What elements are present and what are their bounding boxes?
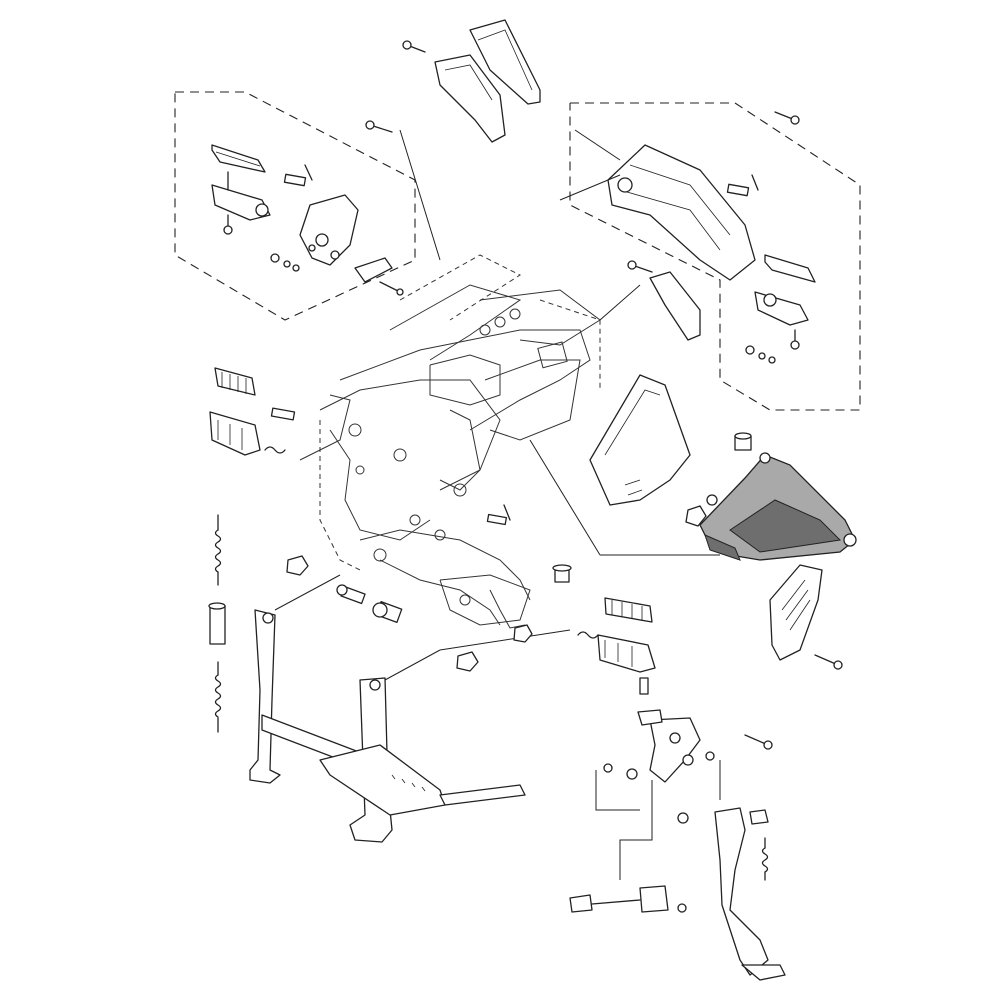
frame-nut-center [456,651,479,672]
main-frame [299,254,601,629]
bolt-top-left [402,40,426,53]
heel-plate [769,564,823,661]
centerstand-spring-upper [214,514,222,586]
right-rider-pin [639,677,649,695]
left-footpeg-bolt [223,214,233,235]
left-rider-footpeg-bottom [209,411,261,456]
left-footpeg [211,171,271,221]
right-footpeg-rubber [764,254,816,283]
frame-nut-left [286,555,309,576]
right-rider-footpeg-top [604,597,653,623]
upper-heat-shield [469,19,541,105]
left-footrest-bracket [299,194,359,266]
left-spring-detent [270,253,300,272]
right-footrest-bolt-top [774,111,800,125]
sidestand-washers [603,751,715,780]
left-footrest-pin [283,164,313,187]
right-bolt-mid [627,260,653,273]
frame-cover-plate [589,374,691,506]
sidestand [714,807,786,981]
left-footrest-group-outline [174,91,416,321]
right-footrest-group-outline [569,102,861,411]
small-pin-center [486,504,511,526]
pivot-bolt [336,584,366,605]
cover-bolt-upper [734,432,752,451]
centerstand [249,609,526,843]
cap-screw [552,564,572,583]
heel-plate-bolt [814,654,843,670]
right-rider-spring [577,631,599,639]
sidestand-small-bracket [637,709,663,726]
right-rider-footpeg-bottom [597,634,656,673]
left-small-plate [354,257,404,296]
left-rider-pin [270,407,296,421]
sidestand-bolt [744,734,773,750]
right-footrest-bracket [607,144,756,281]
centerstand-spring-lower [214,661,222,733]
left-rider-footpeg-top [214,367,256,396]
right-heel-guard [649,271,701,341]
left-footpeg-rubber [211,144,266,173]
left-bracket-bolt-top [365,120,393,133]
cover-bolt-lower [685,505,707,527]
sidestand-bracket [649,717,701,783]
right-footpeg [754,291,809,326]
pivot-bushing [372,601,403,623]
centerstand-collar [208,602,226,645]
lower-right-frame-cover [699,452,857,561]
frame-nut-right [513,624,533,643]
sidestand-spring [761,837,769,881]
cover-washer [706,494,718,506]
right-footrest-pin [726,174,759,197]
left-rider-spring [264,446,286,454]
sidestand-switch [569,885,687,913]
right-spring-detent [745,329,800,364]
sidestand-nut [677,809,769,825]
upper-bracket [434,54,506,143]
